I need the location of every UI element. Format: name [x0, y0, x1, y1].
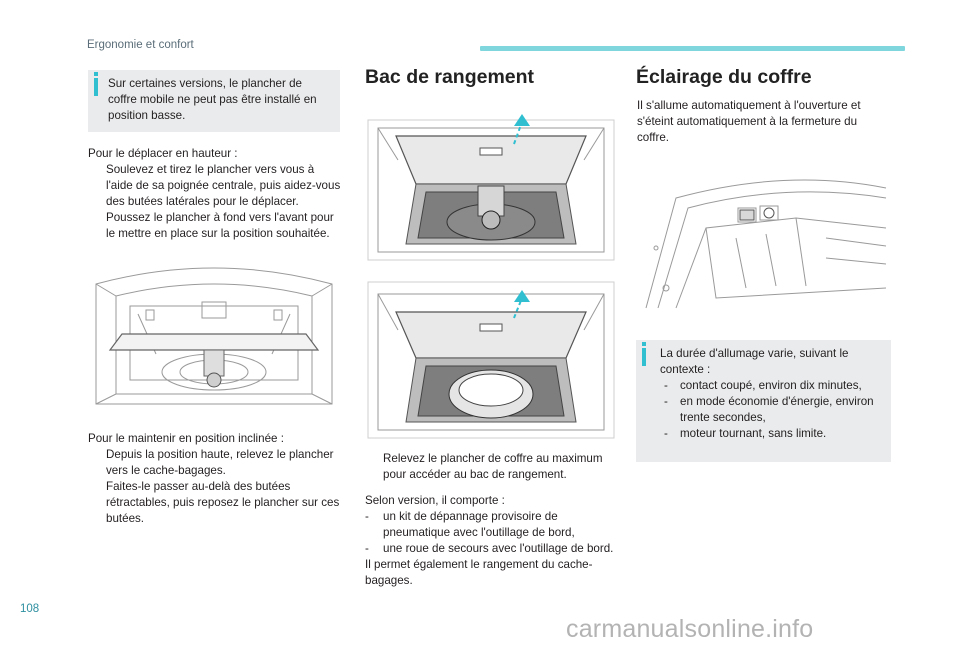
- lighting-paragraph: Il s'allume automatiquement à l'ouvertur…: [637, 99, 861, 144]
- list-item: Soulevez et tirez le plancher vers vous …: [88, 162, 343, 210]
- section-header: Ergonomie et confort: [87, 39, 194, 51]
- note-content: La durée d'allumage varie, suivant le co…: [660, 346, 884, 442]
- dash-marker: -: [365, 510, 369, 523]
- intro-text: Pour le déplacer en hauteur :: [88, 147, 238, 160]
- illustration-trunk-lamp: [636, 168, 890, 318]
- dash-marker: -: [664, 427, 668, 440]
- list-item-text: moteur tournant, sans limite.: [680, 427, 827, 440]
- section-title-lighting: Éclairage du coffre: [636, 66, 812, 88]
- watermark: carmanualsonline.info: [566, 615, 814, 643]
- list-item-text: une roue de secours avec l'outillage de …: [383, 542, 614, 555]
- dash-marker: -: [664, 379, 668, 392]
- list-item: - en mode économie d'énergie, environ tr…: [660, 394, 884, 426]
- dash-marker: -: [664, 395, 668, 408]
- dash-marker: -: [365, 542, 369, 555]
- section-title-storage: Bac de rangement: [365, 66, 535, 88]
- col2-text: Relevez le plancher de coffre au maximum…: [365, 451, 617, 589]
- list-item-text: Soulevez et tirez le plancher vers vous …: [106, 163, 341, 208]
- list-item-text: un kit de dépannage provisoire de pneuma…: [383, 510, 575, 539]
- illustration-storage-kit: [364, 100, 618, 264]
- list-item: Relevez le plancher de coffre au maximum…: [365, 451, 617, 483]
- outro-text: Il permet également le rangement du cach…: [365, 558, 593, 587]
- list-item: - un kit de dépannage provisoire de pneu…: [365, 509, 617, 541]
- intro-text: Selon version, il comporte :: [365, 494, 505, 507]
- info-note-lighting: La durée d'allumage varie, suivant le co…: [636, 340, 891, 462]
- list-item: Poussez le plancher à fond vers l'avant …: [88, 210, 343, 242]
- col1-text-bottom: Pour le maintenir en position inclinée :…: [88, 431, 346, 527]
- info-icon-bar: [94, 78, 98, 96]
- list-item-text: Faites-le passer au-delà des butées rétr…: [106, 480, 340, 525]
- info-note-floor: Sur certaines versions, le plancher de c…: [88, 70, 340, 132]
- page-number: 108: [20, 603, 40, 615]
- header-rule: [480, 46, 905, 51]
- list-item-text: contact coupé, environ dix minutes,: [680, 379, 862, 392]
- illustration-floor-inclined: [86, 254, 342, 418]
- list-item-text: Relevez le plancher de coffre au maximum…: [383, 452, 603, 481]
- info-icon: [94, 72, 98, 76]
- intro-text: Pour le maintenir en position inclinée :: [88, 432, 284, 445]
- info-icon-bar: [642, 348, 646, 366]
- info-icon: [642, 342, 646, 346]
- list-item: - moteur tournant, sans limite.: [660, 426, 884, 442]
- list-item: Depuis la position haute, relevez le pla…: [88, 447, 346, 479]
- list-item-text: Poussez le plancher à fond vers l'avant …: [106, 211, 334, 240]
- illustration-storage-wheel: [364, 278, 618, 442]
- list-item: Faites-le passer au-delà des butées rétr…: [88, 479, 346, 527]
- col1-text-top: Pour le déplacer en hauteur : Soulevez e…: [88, 146, 343, 242]
- list-item: - contact coupé, environ dix minutes,: [660, 378, 884, 394]
- list-item-text: en mode économie d'énergie, environ tren…: [680, 395, 874, 424]
- list-item: - une roue de secours avec l'outillage d…: [365, 541, 617, 557]
- list-item-text: Depuis la position haute, relevez le pla…: [106, 448, 334, 477]
- note-intro: La durée d'allumage varie, suivant le co…: [660, 347, 849, 376]
- note-text: Sur certaines versions, le plancher de c…: [108, 77, 317, 122]
